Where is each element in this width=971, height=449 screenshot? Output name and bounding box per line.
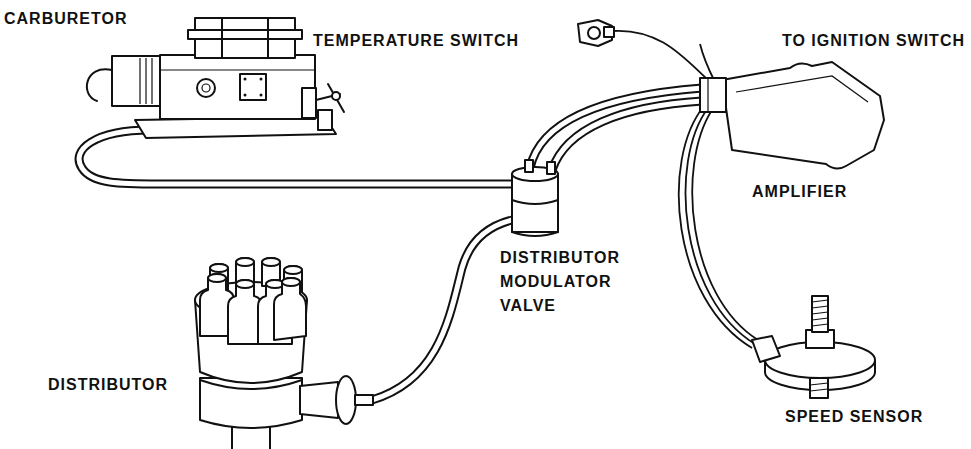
vacuum-hose [79,88,702,400]
carburetor-drawing [87,69,112,101]
modulator-valve-drawing [525,160,533,172]
carburetor-drawing [160,69,315,70]
modulator-valve-drawing [512,160,558,236]
modulator-valve-drawing [512,174,558,232]
vacuum-hose [79,130,512,184]
amplifier-drawing [736,76,868,102]
spark-plug-tower [274,278,306,340]
amplifier-drawing [707,78,708,112]
carburetor-drawing [202,84,210,92]
speed-sensor-drawing [812,318,828,320]
carburetor-drawing [240,74,266,100]
speed-sensor-drawing [812,306,828,308]
carburetor-drawing [145,58,146,104]
carburetor-drawing [135,117,336,138]
speed-sensor-drawing [810,378,828,398]
distributor-drawing [200,378,302,428]
amplifier-drawing [700,78,726,112]
spark-plug-tower [236,280,254,288]
carburetor-drawing [160,55,315,119]
carburetor-drawing [244,78,247,81]
part-label: CARBURETOR [4,8,127,30]
temperature-switch-drawing [604,27,614,37]
wire-harness [700,44,714,80]
carburetor-drawing [316,84,344,112]
distributor-drawing [336,376,356,424]
speed-sensor-drawing [812,300,828,302]
temperature-switch-drawing [588,27,600,39]
modulator-valve-drawing [512,232,558,236]
part-label: TEMPERATURE SWITCH [313,30,519,52]
carburetor-drawing [188,30,302,39]
spark-plug-tower [284,266,302,274]
distributor-drawing [355,395,373,405]
speed-sensor-drawing [810,383,828,385]
spark-plug-tower [228,280,262,344]
carburetor-drawing [87,18,344,138]
carburetor-drawing [151,58,152,104]
vacuum-hose [79,130,512,184]
speed-sensor-drawing [812,312,828,314]
part-label: DISTRIBUTOR [48,374,168,396]
carburetor-drawing [260,78,263,81]
part-label: AMPLIFIER [752,181,847,203]
carburetor-drawing [244,94,247,97]
carburetor-drawing [302,88,316,118]
distributor-drawing [300,382,338,418]
modulator-valve-drawing [547,162,555,174]
part-label: TO IGNITION SWITCH [782,30,965,52]
carburetor-drawing [267,18,269,58]
carburetor-drawing [332,92,340,100]
carburetor-drawing [221,18,223,58]
amplifier-drawing [700,62,884,169]
part-label: SPEED SENSOR [785,406,923,428]
speed-sensor-drawing [752,336,780,362]
carburetor-drawing [260,94,263,97]
spark-plug-tower [200,258,306,344]
wire-harness [612,31,708,80]
temperature-switch-drawing [578,20,614,46]
speed-sensor-drawing [752,296,875,398]
speed-sensor-drawing [812,324,828,326]
part-label: DISTRIBUTOR MODULATOR VALVE [500,246,620,318]
speed-sensor-drawing [812,296,828,332]
speed-sensor-drawing [810,389,828,391]
carburetor-drawing [318,110,332,130]
vacuum-hose [372,220,512,400]
spark-plug-tower [282,278,300,286]
distributor-drawing [195,258,373,449]
vacuum-hose [552,101,702,170]
vacuum-hose [552,101,702,170]
spark-plug-tower [236,258,254,266]
carburetor-drawing [197,79,215,97]
carburetor-drawing [139,58,140,104]
amplifier-drawing [722,62,884,169]
spark-plug-tower [210,264,228,272]
carburetor-drawing [112,56,160,106]
vacuum-hose [372,220,512,400]
distributor-drawing [200,380,302,389]
modulator-valve-drawing [512,200,558,204]
spark-plug-tower [262,258,280,266]
spark-plug-tower [208,274,226,282]
